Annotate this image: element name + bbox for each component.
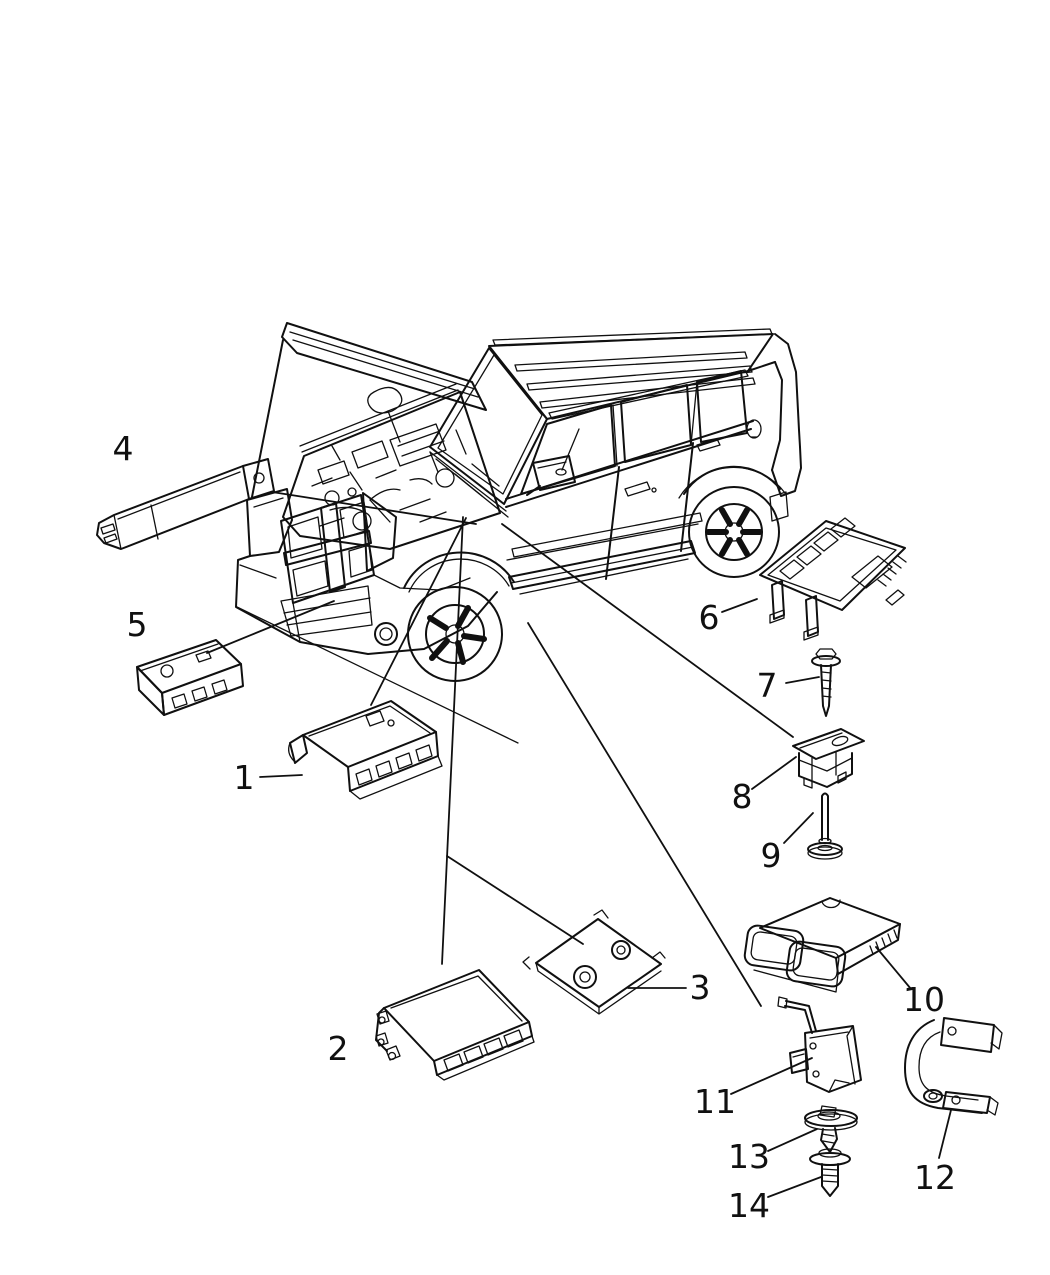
callout-13: 13 bbox=[728, 1137, 770, 1176]
vehicle-engine-bay bbox=[282, 383, 501, 550]
vehicle-open-hood bbox=[281, 322, 487, 443]
part-11-bracket-module bbox=[777, 996, 862, 1093]
vehicle-illustration bbox=[235, 322, 802, 744]
callout-7: 7 bbox=[757, 666, 778, 705]
callout-10: 10 bbox=[903, 980, 945, 1019]
callout-14: 14 bbox=[728, 1186, 770, 1225]
callout-1: 1 bbox=[234, 758, 255, 797]
part-1-power-module bbox=[288, 700, 443, 800]
vehicle-side bbox=[505, 370, 754, 595]
part-9-stud-pin bbox=[807, 792, 843, 860]
part-14-push-pin bbox=[809, 1148, 851, 1197]
vehicle-rear bbox=[678, 333, 802, 578]
part-12-c-bracket bbox=[904, 1017, 1003, 1116]
part-7-screw bbox=[811, 648, 841, 717]
vehicle-front-fascia bbox=[235, 339, 498, 655]
ground-line bbox=[236, 606, 519, 744]
callout-2: 2 bbox=[328, 1029, 349, 1068]
callout-12: 12 bbox=[914, 1158, 956, 1197]
callout-8: 8 bbox=[732, 777, 753, 816]
part-5-module bbox=[136, 639, 244, 716]
callout-4: 4 bbox=[113, 429, 134, 468]
callout-5: 5 bbox=[127, 605, 148, 644]
callouts: 1 2 3 4 5 6 7 8 9 10 11 12 13 14 bbox=[113, 429, 957, 1225]
callout-11: 11 bbox=[694, 1082, 736, 1121]
part-8-bracket-module bbox=[792, 728, 865, 789]
part-2-control-module bbox=[375, 969, 535, 1081]
leader-lines bbox=[206, 491, 952, 1198]
part-3-mounting-plate bbox=[522, 909, 666, 1015]
callout-6: 6 bbox=[699, 598, 720, 637]
vehicle-windshield bbox=[429, 347, 548, 518]
part-10-engine-control-module bbox=[743, 897, 901, 993]
vehicle-antenna bbox=[555, 428, 580, 476]
part-4-antenna-module bbox=[96, 458, 275, 550]
callout-3: 3 bbox=[690, 968, 711, 1007]
part-6-powertrain-control-module bbox=[759, 517, 907, 641]
part-13-push-pin-retainer bbox=[804, 1105, 858, 1153]
callout-9: 9 bbox=[761, 836, 782, 875]
